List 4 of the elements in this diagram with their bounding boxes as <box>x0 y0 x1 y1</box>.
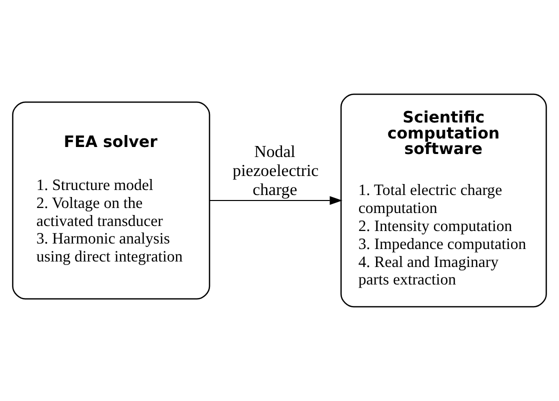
node-box: Scientific computation software 1. Total electric charge computation 2. Intensity computation 3. Impedance computation 4. Real and Imaginary parts extraction <box>340 94 547 308</box>
arrow <box>210 196 342 205</box>
edge-label: Nodal piezoelectric charge <box>232 142 319 200</box>
node-box: FEA solver 1. Structure model 2. Voltage on the activated transducer 3. Harmonic analysis using direct integration <box>12 101 210 300</box>
